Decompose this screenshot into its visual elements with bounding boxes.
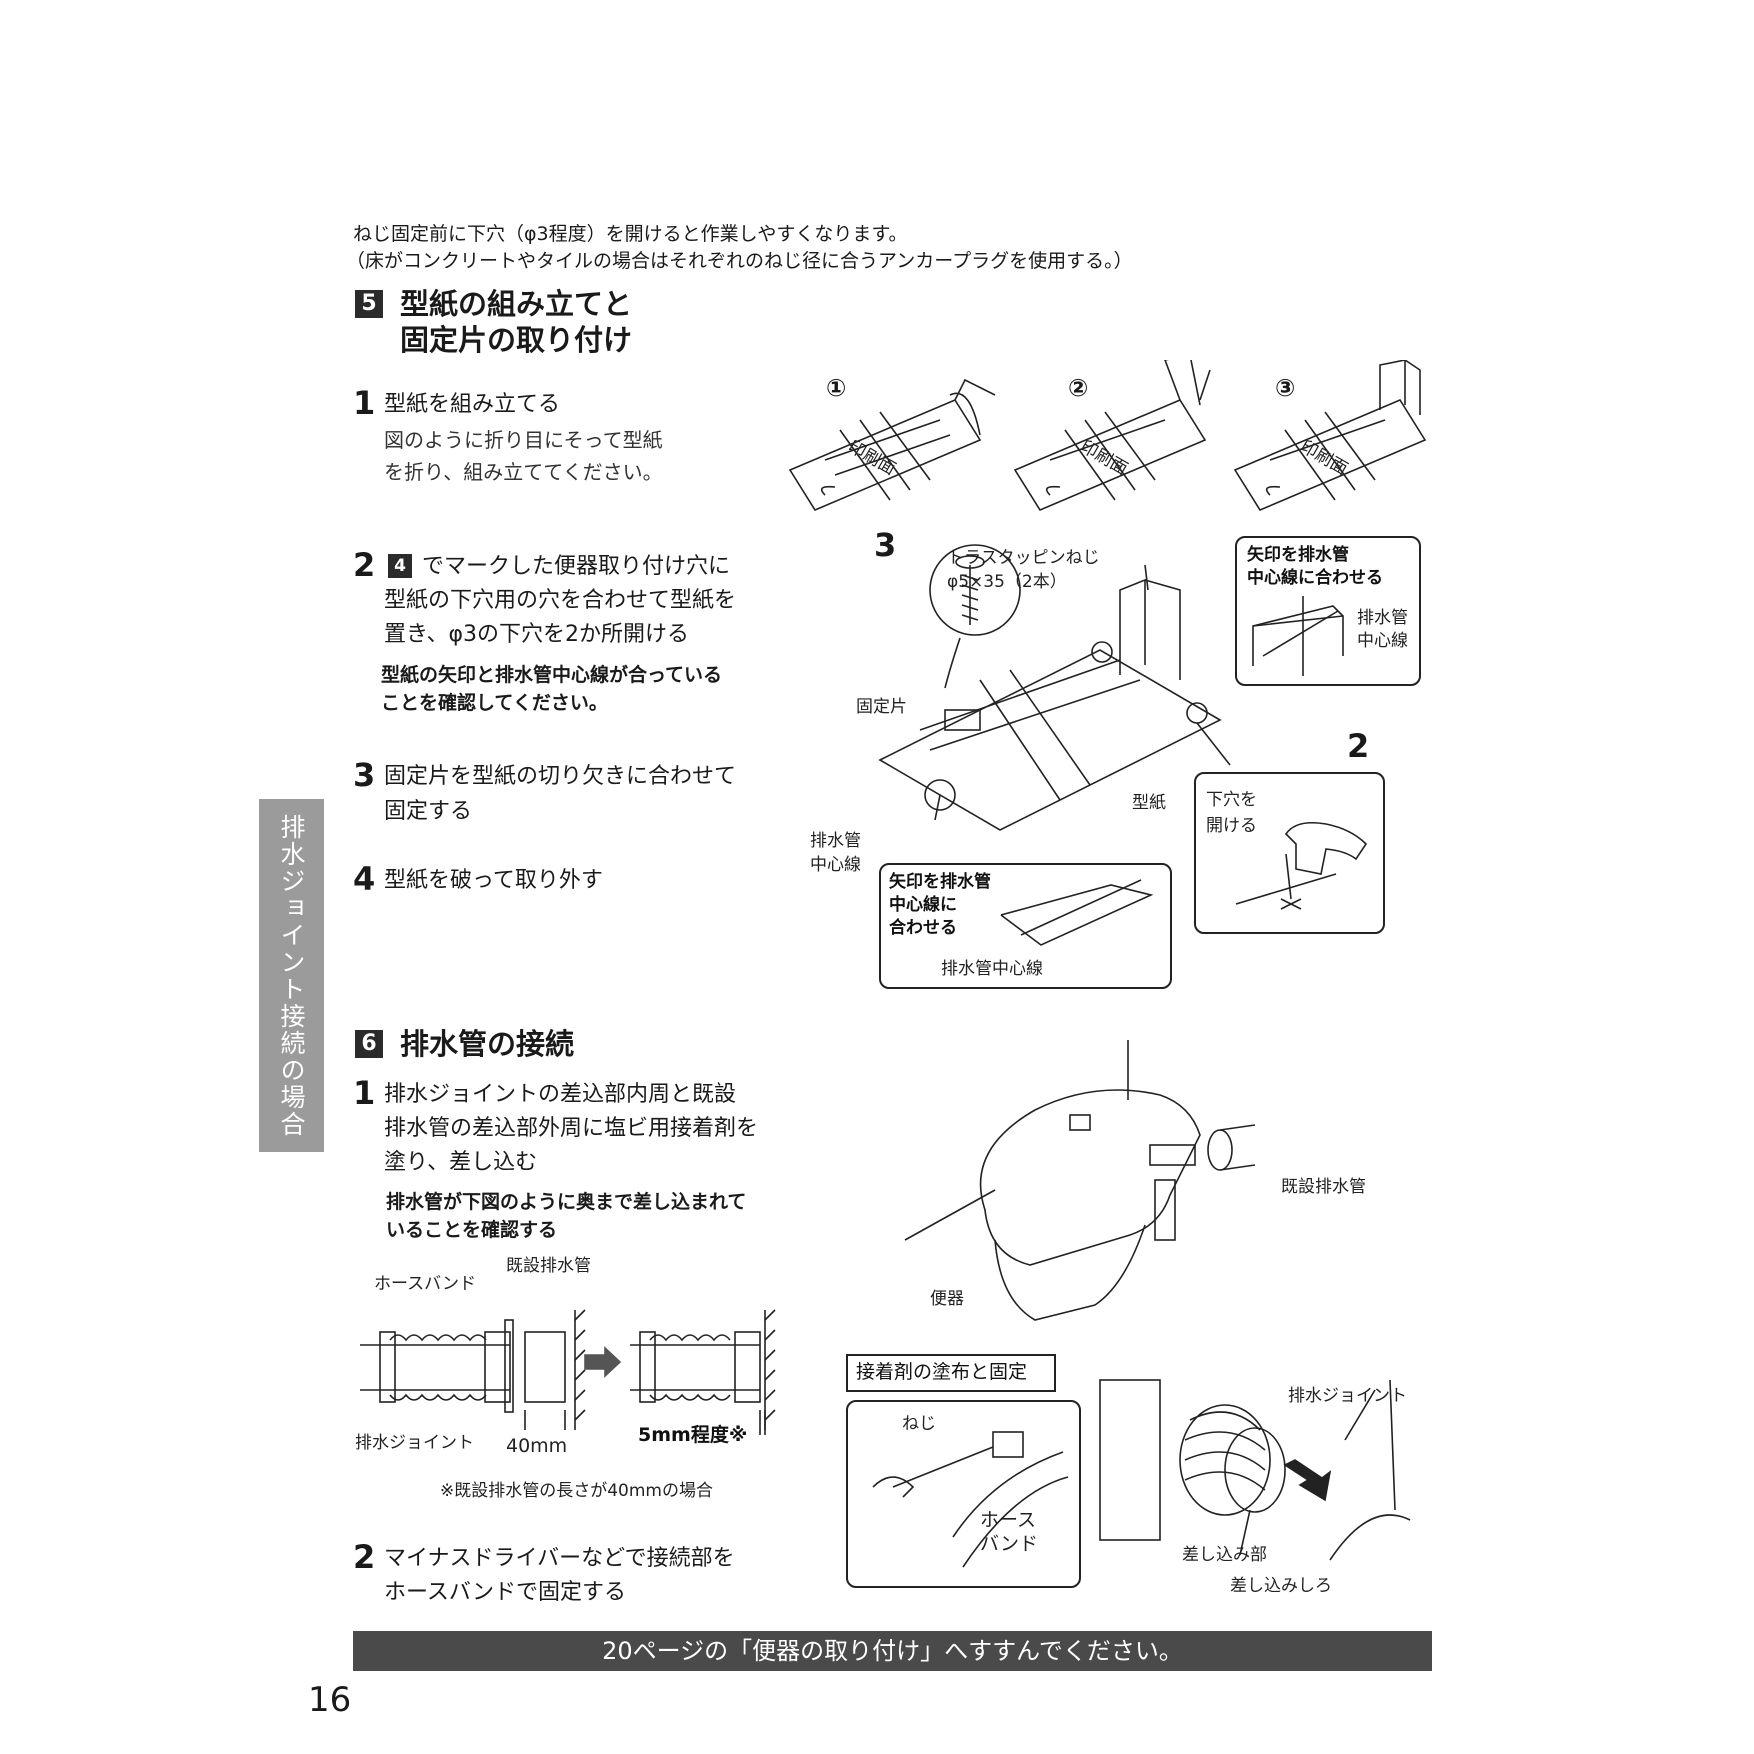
step-6-1-note-1: 排水管が下図のように奥まで差し込まれて <box>386 1191 747 1213</box>
intro-line-1: ねじ固定前に下穴（φ3程度）を開けると作業しやすくなります。 <box>353 223 908 245</box>
step-6-2-head-2: ホースバンドで固定する <box>384 1580 627 1605</box>
step-5-1-body-1: 図のように折り目にそって型紙 <box>384 428 663 452</box>
dim-40mm-label: 40mm <box>506 1435 568 1457</box>
step-5-2-head-2: 型紙の下穴用の穴を合わせて型紙を <box>384 588 737 613</box>
hose-band-label-2a: ホース <box>980 1509 1037 1531</box>
adhesive-title-box: 接着剤の塗布と固定 <box>846 1354 1056 1392</box>
dim-5mm-label: 5mm程度※ <box>638 1424 748 1446</box>
fixing-piece-label: 固定片 <box>856 697 907 717</box>
step-5-2-number: 2 <box>353 546 376 584</box>
existing-pipe-label: 既設排水管 <box>506 1256 591 1276</box>
footnote-label: ※既設排水管の長さが40mmの場合 <box>440 1481 713 1501</box>
drain-joint-label-2: 排水ジョイント <box>1288 1386 1407 1406</box>
step-5-1-body-2: を折り、組み立ててください。 <box>384 460 663 484</box>
callout-top-sketch <box>1252 596 1344 676</box>
pipe-insertion-diagram <box>360 1309 776 1435</box>
toilet-label: 便器 <box>930 1289 964 1309</box>
screw-label: ねじ <box>902 1414 936 1434</box>
toilet-figure <box>904 1040 1256 1321</box>
step-5-3-head-2: 固定する <box>384 799 473 824</box>
drill-icon <box>1235 821 1368 910</box>
callout-arrow-align-bottom: 矢印を排水管 中心線に 合わせる 排水管中心線 <box>879 863 1172 989</box>
fold-step-3-label: ③ <box>1275 374 1296 402</box>
step-5-1-head: 型紙を組み立てる <box>384 392 561 417</box>
existing-pipe-label-2: 既設排水管 <box>1281 1177 1366 1197</box>
fold-step-1-label: ① <box>826 374 847 402</box>
pilot-hole-text-2: 開ける <box>1206 816 1257 836</box>
callout-top-text-1: 矢印を排水管 <box>1247 545 1349 565</box>
step-ref-4: 4 <box>388 554 412 578</box>
step-5-1-number: 1 <box>353 384 376 422</box>
screwdriver-sketch <box>872 1431 1069 1568</box>
hose-band-label-2b: バンド <box>980 1533 1038 1555</box>
template-assembly-figure <box>878 544 1231 831</box>
screw-label-2: φ5×35（2本） <box>947 572 1067 592</box>
callout-bot-sketch <box>1000 879 1154 946</box>
step-5-3-number: 3 <box>353 756 376 794</box>
side-tab: 排水ジョイント接続の場合 <box>259 799 324 1152</box>
section-5-title-2: 固定片の取り付け <box>400 323 633 357</box>
step-6-1-head-1: 排水ジョイントの差込部内周と既設 <box>384 1082 737 1107</box>
callout-top-drain-2: 中心線 <box>1357 631 1408 651</box>
step-6-1-number: 1 <box>353 1074 376 1112</box>
assembly-step-2-label: 2 <box>1347 727 1370 765</box>
step-5-4-number: 4 <box>353 860 376 898</box>
drain-joint-label: 排水ジョイント <box>355 1433 474 1453</box>
callout-bot-text-1: 矢印を排水管 <box>889 872 991 892</box>
pilot-hole-text-1: 下穴を <box>1206 790 1257 810</box>
section-5-number: 5 <box>355 290 383 318</box>
step-5-2-head-3: 置き、φ3の下穴を2か所開ける <box>384 622 689 647</box>
hose-band-detail-box: ねじ ホース バンド <box>846 1400 1081 1588</box>
section-5-title-1: 型紙の組み立てと <box>400 287 633 321</box>
drain-joint-detail <box>1099 1379 1411 1561</box>
hose-band-label: ホースバンド <box>374 1274 476 1294</box>
step-5-2-note-1: 型紙の矢印と排水管中心線が合っている <box>381 664 723 686</box>
callout-arrow-align-top: 矢印を排水管 中心線に合わせる 排水管 中心線 <box>1235 536 1421 686</box>
intro-line-2: （床がコンクリートやタイルの場合はそれぞれのねじ径に合うアンカープラグを使用する… <box>346 250 1133 272</box>
page-number: 16 <box>308 1680 352 1720</box>
step-6-2-head-1: マイナスドライバーなどで接続部を <box>384 1546 735 1571</box>
callout-bot-text-2: 中心線に <box>889 895 957 915</box>
step-5-4-head: 型紙を破って取り外す <box>384 868 603 893</box>
step-5-2-note-2: ことを確認してください。 <box>381 692 608 714</box>
screw-label-1: トラスタッピンねじ <box>947 548 1100 568</box>
assembly-step-3-label: 3 <box>874 526 897 564</box>
adhesive-title: 接着剤の塗布と固定 <box>856 1361 1028 1383</box>
callout-bot-text-3: 合わせる <box>889 918 957 938</box>
drain-center-label-1: 排水管 <box>810 831 861 851</box>
callout-top-text-2: 中心線に合わせる <box>1247 568 1383 588</box>
drain-center-label-2: 中心線 <box>810 855 861 875</box>
insert-margin-label: 差し込みしろ <box>1230 1576 1332 1596</box>
callout-top-drain-1: 排水管 <box>1357 608 1408 628</box>
step-5-3-head-1: 固定片を型紙の切り欠きに合わせて <box>384 764 737 789</box>
section-6-number: 6 <box>355 1030 383 1058</box>
callout-bot-drain: 排水管中心線 <box>941 959 1043 979</box>
next-page-banner: 20ページの「便器の取り付け」へすすんでください。 <box>353 1631 1432 1671</box>
section-6-title: 排水管の接続 <box>400 1027 575 1061</box>
template-folding-figure <box>788 360 1427 512</box>
step-6-1-head-3: 塗り、差し込む <box>384 1150 538 1175</box>
section-6-heading: 6 <box>355 1030 383 1058</box>
step-6-1-note-2: いることを確認する <box>386 1219 558 1241</box>
section-5-heading: 5 <box>355 290 383 318</box>
step-6-1-head-2: 排水管の差込部外周に塩ビ用接着剤を <box>384 1116 759 1141</box>
pilot-hole-box: 下穴を 開ける <box>1194 772 1385 934</box>
fold-step-2-label: ② <box>1068 374 1089 402</box>
insert-part-label: 差し込み部 <box>1182 1545 1267 1565</box>
template-label: 型紙 <box>1132 793 1166 813</box>
step-6-2-number: 2 <box>353 1538 376 1576</box>
